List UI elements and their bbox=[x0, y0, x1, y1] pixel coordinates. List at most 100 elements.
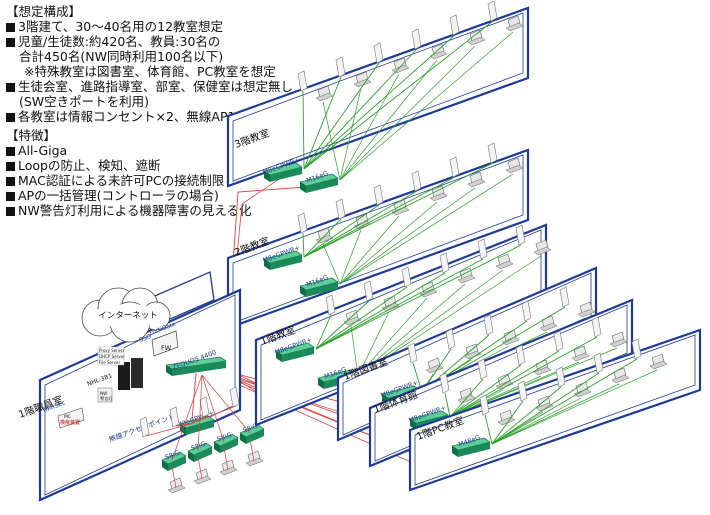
pc-icon bbox=[317, 85, 331, 98]
access-cable bbox=[302, 232, 305, 258]
ap-icon bbox=[515, 224, 526, 246]
ap-cable bbox=[145, 423, 191, 437]
switch-side bbox=[410, 419, 416, 430]
access-cable bbox=[315, 300, 370, 350]
access-cable bbox=[315, 258, 484, 350]
ap-icon bbox=[439, 372, 450, 394]
switch-side bbox=[264, 259, 270, 270]
ap-icon bbox=[477, 238, 488, 260]
pc-keyboard-icon bbox=[343, 316, 362, 326]
switch-side bbox=[166, 365, 172, 376]
edge-uplink-cable bbox=[201, 374, 251, 434]
ap-icon bbox=[373, 42, 384, 64]
ap-icon bbox=[559, 286, 570, 308]
pc-keyboard-icon bbox=[467, 36, 486, 46]
edge-cable bbox=[249, 438, 255, 462]
ap-icon bbox=[477, 358, 488, 380]
pc-icon bbox=[355, 213, 369, 226]
ap-icon bbox=[363, 280, 374, 302]
pc-keyboard-icon bbox=[571, 352, 590, 362]
pc-keyboard-icon bbox=[463, 350, 482, 360]
edge-switch: S8iG bbox=[187, 440, 213, 462]
assumption-item-cont: 合計450名(NW同時利用100名以下) bbox=[19, 49, 224, 64]
switch-side bbox=[300, 182, 306, 193]
room-frame bbox=[38, 288, 242, 502]
monitor-label: 検疫装置 bbox=[60, 419, 80, 426]
pc-icon bbox=[317, 227, 331, 240]
pc-keyboard-icon bbox=[429, 192, 448, 202]
switch-front bbox=[186, 420, 214, 435]
inetsec-box bbox=[57, 407, 85, 429]
access-cable bbox=[303, 204, 380, 258]
pc-icon bbox=[541, 315, 555, 328]
pc-icon bbox=[497, 253, 511, 266]
access-cable bbox=[322, 243, 341, 285]
alarm-label: NW bbox=[100, 391, 107, 396]
switch-front bbox=[306, 178, 338, 193]
access-cable bbox=[315, 286, 408, 350]
pc-icon bbox=[393, 57, 407, 70]
ap-icon bbox=[297, 212, 308, 234]
access-cable bbox=[303, 162, 494, 258]
pc-icon bbox=[469, 171, 483, 184]
switch-front bbox=[282, 347, 314, 362]
pc-icon bbox=[611, 331, 625, 344]
room-frame-inner bbox=[232, 12, 524, 182]
access-cable bbox=[491, 372, 600, 445]
access-cable bbox=[491, 358, 638, 445]
ap-icon bbox=[515, 344, 526, 366]
switch-side bbox=[264, 171, 270, 182]
ap-icon bbox=[401, 266, 412, 288]
pc-icon bbox=[507, 157, 521, 170]
server-rack bbox=[118, 362, 130, 390]
access-cable bbox=[357, 297, 428, 377]
ap-icon bbox=[591, 316, 602, 338]
ap-icon bbox=[521, 300, 532, 322]
pc-keyboard-icon bbox=[577, 308, 596, 318]
switch-side bbox=[318, 378, 324, 389]
access-cable bbox=[315, 314, 332, 350]
switch-front bbox=[270, 255, 302, 270]
access-cable bbox=[339, 59, 438, 181]
access-cable bbox=[303, 176, 456, 258]
access-cable bbox=[491, 386, 562, 445]
access-cable bbox=[491, 397, 582, 445]
inetsec-sub-label: MC bbox=[64, 414, 71, 420]
pc-keyboard-icon bbox=[429, 50, 448, 60]
access-cable bbox=[303, 218, 342, 258]
edge-uplink-cable bbox=[201, 374, 225, 443]
ap-icon bbox=[297, 70, 308, 92]
pc-keyboard-icon bbox=[649, 360, 668, 370]
assumption-item: 3階建て、30～40名用の12教室想定 bbox=[6, 19, 293, 34]
bullet-icon bbox=[6, 83, 15, 92]
floor-rooms: 3階教室M8eGPWR+M16eG2階教室M8eGPWR+M16eG1階教室M8… bbox=[226, 0, 702, 492]
pc-icon bbox=[383, 295, 397, 308]
assumption-item: 児童/生徒数:約420名、教員:30名の bbox=[6, 34, 293, 49]
edge-switch: S8iG bbox=[213, 431, 239, 453]
pc-icon bbox=[651, 353, 665, 366]
edge-cable bbox=[197, 456, 203, 480]
pc-icon bbox=[247, 450, 261, 463]
ap-icon bbox=[169, 406, 180, 428]
access-cable bbox=[339, 87, 362, 181]
ap-icon bbox=[483, 314, 494, 336]
internet-label: インターネット bbox=[98, 311, 158, 321]
edge-cable bbox=[223, 447, 229, 471]
pc-keyboard-icon bbox=[535, 402, 554, 412]
server-label: DHCP Server bbox=[99, 354, 125, 359]
bullet-icon bbox=[6, 162, 15, 171]
access-cable bbox=[491, 400, 524, 445]
ap-icon bbox=[517, 380, 528, 402]
access-cable bbox=[339, 201, 438, 285]
pc-icon bbox=[459, 267, 473, 280]
pc-icon bbox=[503, 329, 517, 342]
access-cable bbox=[491, 383, 620, 445]
pc-keyboard-icon bbox=[457, 394, 476, 404]
pc-keyboard-icon bbox=[219, 466, 238, 476]
feature-item: MAC認証による未許可PCの接続制限 bbox=[6, 173, 251, 188]
pc-icon bbox=[169, 477, 183, 490]
switch-front bbox=[306, 282, 338, 297]
ap-icon bbox=[439, 252, 450, 274]
